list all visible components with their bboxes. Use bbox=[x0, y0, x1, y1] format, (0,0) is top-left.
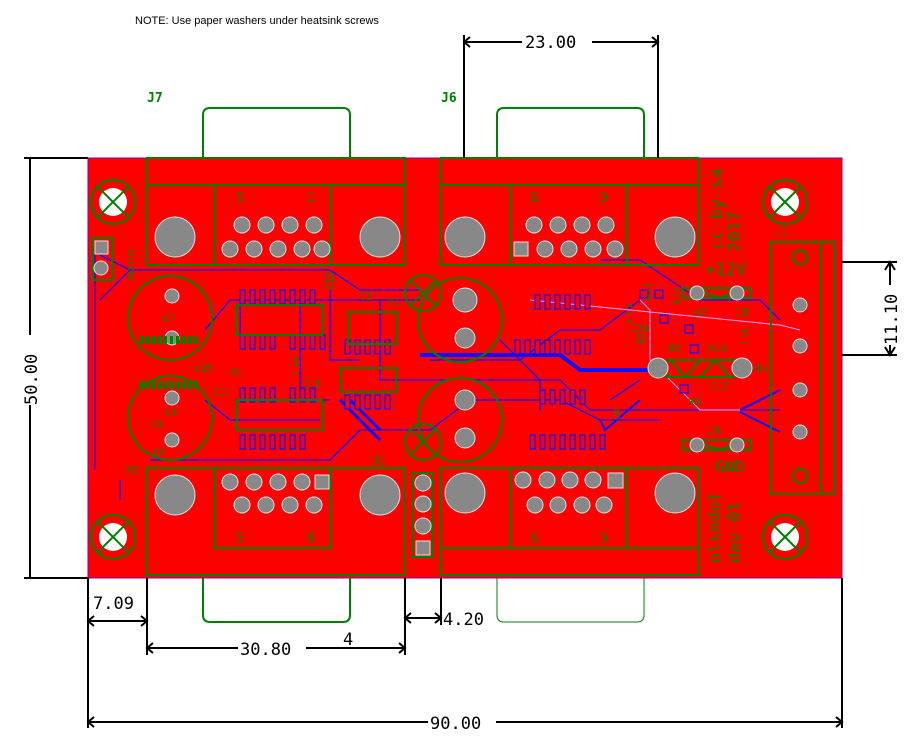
label-c11: C11 bbox=[212, 387, 230, 398]
label-j1: J1 bbox=[775, 225, 788, 238]
label-pin9-bottom: 9 bbox=[307, 532, 315, 547]
note-text: NOTE: Use paper washers under heatsink s… bbox=[135, 15, 379, 27]
label-boot0: BOOT0 bbox=[126, 250, 137, 280]
label-j7: J7 bbox=[147, 91, 163, 106]
smd-pads bbox=[239, 289, 699, 450]
label-c16: C16 bbox=[740, 327, 751, 345]
label-r2: R2 bbox=[126, 465, 138, 476]
label-r6: R6 bbox=[754, 364, 766, 375]
chip-outline bbox=[339, 367, 397, 393]
label-j8: J8 bbox=[735, 306, 748, 319]
mounting-hole-bottom-right bbox=[762, 514, 808, 560]
connector-j7 bbox=[146, 107, 406, 266]
label-license: cc-by-sa bbox=[707, 168, 727, 250]
label-c20: C20 bbox=[630, 324, 648, 335]
dimension-lines: 23.00 50.00 11.10 7.09 30.80 4 4.20 90.0… bbox=[20, 33, 902, 734]
header-j2 bbox=[412, 472, 434, 558]
capacitor-c8 bbox=[127, 375, 213, 461]
label-r11: R11 bbox=[644, 282, 655, 300]
label-u7: U7 bbox=[694, 308, 706, 319]
mounting-hole-bottom-left bbox=[90, 514, 136, 560]
label-c19: C19 bbox=[292, 357, 303, 375]
label-c18: C18 bbox=[302, 379, 320, 390]
label-r9: R9 bbox=[688, 397, 700, 408]
label-j6: J6 bbox=[441, 91, 457, 106]
label-c2: C2 bbox=[360, 292, 372, 303]
label-c9: C9 bbox=[153, 448, 165, 459]
label-plus12v: +12V bbox=[705, 260, 746, 280]
connector-bottom-right bbox=[440, 467, 699, 623]
label-pin6-j6: 6 bbox=[530, 191, 538, 206]
silkscreen-labels: J7 J6 J1 J8 J9 J2 +12V GND cc-by-sa 2017… bbox=[126, 91, 788, 563]
label-pin9-j6: 9 bbox=[600, 191, 608, 206]
dimension-width: 90.00 bbox=[430, 714, 481, 734]
dimension-gap: 4.20 bbox=[443, 610, 484, 630]
mounting-hole-top-right bbox=[762, 179, 808, 225]
crystal-y1 bbox=[347, 311, 397, 345]
chip-u1-bottom bbox=[236, 399, 323, 431]
label-pin5-bottom: 5 bbox=[236, 532, 244, 547]
dimension-bottom-connector: 30.80 bbox=[240, 640, 291, 660]
label-r10: R10 bbox=[708, 344, 726, 355]
label-pin5-j7: 5 bbox=[236, 191, 244, 206]
label-u1: U1 bbox=[230, 367, 242, 378]
dimension-marker: 4 bbox=[343, 630, 353, 650]
label-r7: R7 bbox=[637, 333, 648, 345]
terminal-block-j1 bbox=[770, 241, 836, 495]
label-y1: Y1 bbox=[388, 297, 400, 308]
label-pin1-j7: 1 bbox=[307, 191, 315, 206]
label-c15: C15 bbox=[195, 364, 213, 375]
label-c12: C12 bbox=[325, 272, 336, 290]
label-u4: U4 bbox=[612, 408, 623, 420]
label-c17: C17 bbox=[710, 382, 728, 393]
connector-j6 bbox=[440, 107, 699, 266]
label-gnd: GND bbox=[715, 457, 744, 476]
connector-bottom-left bbox=[146, 467, 406, 623]
label-pin9-bottom-right: 9 bbox=[600, 532, 608, 547]
jumper-j9 bbox=[681, 437, 751, 453]
label-project: olsndot bbox=[705, 491, 725, 563]
mounting-hole-top-left bbox=[90, 179, 136, 225]
label-c7: C7 bbox=[163, 314, 175, 325]
label-c1: C1 bbox=[165, 408, 177, 419]
dimension-height: 50.00 bbox=[22, 354, 42, 405]
label-year: 2017 bbox=[725, 211, 745, 252]
led-pair bbox=[647, 357, 753, 379]
boot0-jumper bbox=[91, 237, 113, 281]
capacitor-c7 bbox=[127, 275, 213, 361]
label-r5: R5 bbox=[669, 344, 681, 355]
label-revision: dev-01 bbox=[725, 502, 745, 563]
label-j2: J2 bbox=[372, 455, 385, 468]
chip-u1-top bbox=[236, 304, 323, 336]
heatsink-holes bbox=[404, 274, 503, 463]
label-c8: C8 bbox=[150, 420, 162, 431]
dimension-top-connector: 23.00 bbox=[525, 33, 576, 53]
mounting-holes bbox=[90, 179, 808, 560]
label-j9: J9 bbox=[707, 424, 720, 437]
label-pin6-bottom: 6 bbox=[530, 532, 538, 547]
label-r12: R12 bbox=[672, 287, 683, 305]
dimension-right-terminal: 11.10 bbox=[882, 294, 902, 345]
label-c13: C13 bbox=[624, 304, 635, 322]
jumper-j8 bbox=[681, 285, 751, 301]
dimension-left-offset: 7.09 bbox=[93, 594, 134, 614]
